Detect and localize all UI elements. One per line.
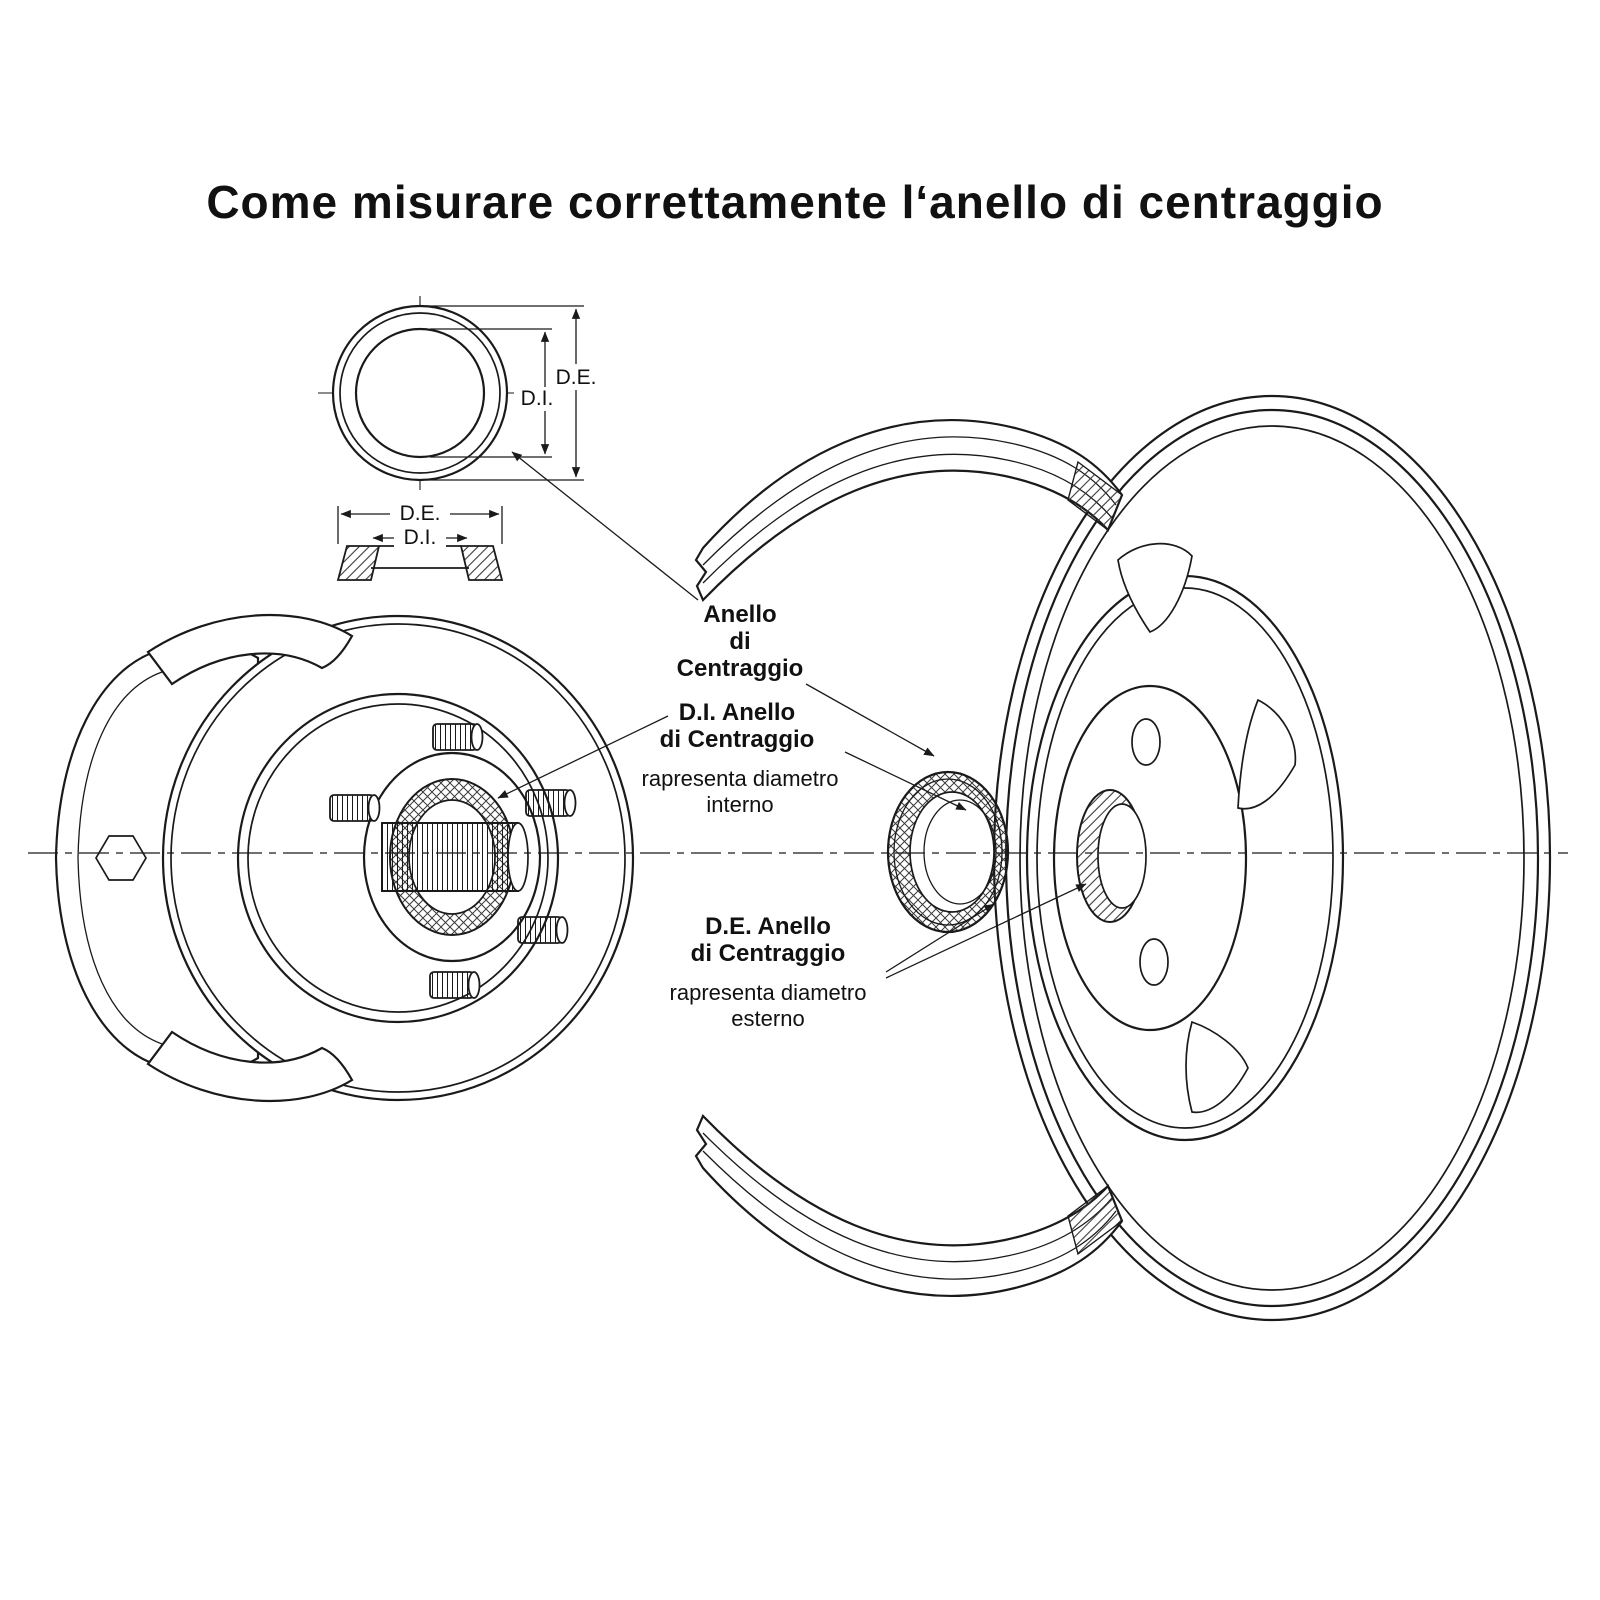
ring-section-view: D.E. D.I. [336, 502, 504, 581]
leader-arrows [497, 451, 1087, 979]
di-desc-line2: interno [706, 792, 773, 817]
spoke-window-bottom [1185, 1020, 1249, 1114]
threaded-shaft [381, 822, 519, 892]
anello-line2: di [729, 628, 750, 655]
de-anello-line1: D.E. Anello [705, 913, 831, 940]
callout-di: D.I. Anello di Centraggio rapresenta dia… [642, 699, 839, 817]
wheel-stud [429, 971, 481, 999]
section-di-label: D.I. [404, 526, 437, 549]
hex-detail [95, 835, 147, 881]
retainer-clip-top [146, 613, 354, 686]
front-view-de-label: D.E. [556, 366, 597, 389]
hub-assembly-drawing [54, 613, 635, 1103]
di-desc-line1: rapresenta diametro [642, 766, 839, 791]
di-anello-line1: D.I. Anello [679, 699, 795, 726]
wheel-stud [517, 916, 569, 944]
spoke-window-top [1117, 542, 1193, 634]
page-title: Come misurare correttamente l‘anello di … [206, 176, 1383, 228]
section-de-label: D.E. [400, 502, 441, 525]
hub-flange [362, 751, 542, 963]
de-anello-line2: di Centraggio [691, 940, 846, 967]
wheel-face [1025, 574, 1345, 1142]
spoke-window-right [1237, 698, 1297, 810]
drum-face-inner [236, 692, 560, 1024]
retainer-clip-bottom [146, 1030, 354, 1103]
ring-front-view: D.E. D.I. [318, 296, 602, 490]
de-desc-line1: rapresenta diametro [670, 980, 867, 1005]
wheel-hub-face [1052, 684, 1248, 1032]
wheel-stud [329, 794, 381, 822]
callout-anello: Anello di Centraggio [677, 601, 804, 682]
wheel-drawing [992, 394, 1552, 1322]
anello-line3: Centraggio [677, 655, 804, 682]
rim-cutaway-top [694, 419, 1124, 602]
de-desc-line2: esterno [731, 1006, 804, 1031]
rim-cutaway-bottom [694, 1114, 1124, 1297]
lug-hole [1139, 938, 1169, 986]
anello-line1: Anello [703, 601, 776, 628]
wheel-stud [525, 789, 577, 817]
lug-hole [1131, 718, 1161, 766]
wheel-stud [432, 723, 484, 751]
front-view-di-label: D.I. [521, 387, 554, 410]
centering-ring-3d [886, 770, 1010, 934]
di-anello-line2: di Centraggio [660, 726, 815, 753]
callout-de: D.E. Anello di Centraggio rapresenta dia… [670, 913, 867, 1031]
